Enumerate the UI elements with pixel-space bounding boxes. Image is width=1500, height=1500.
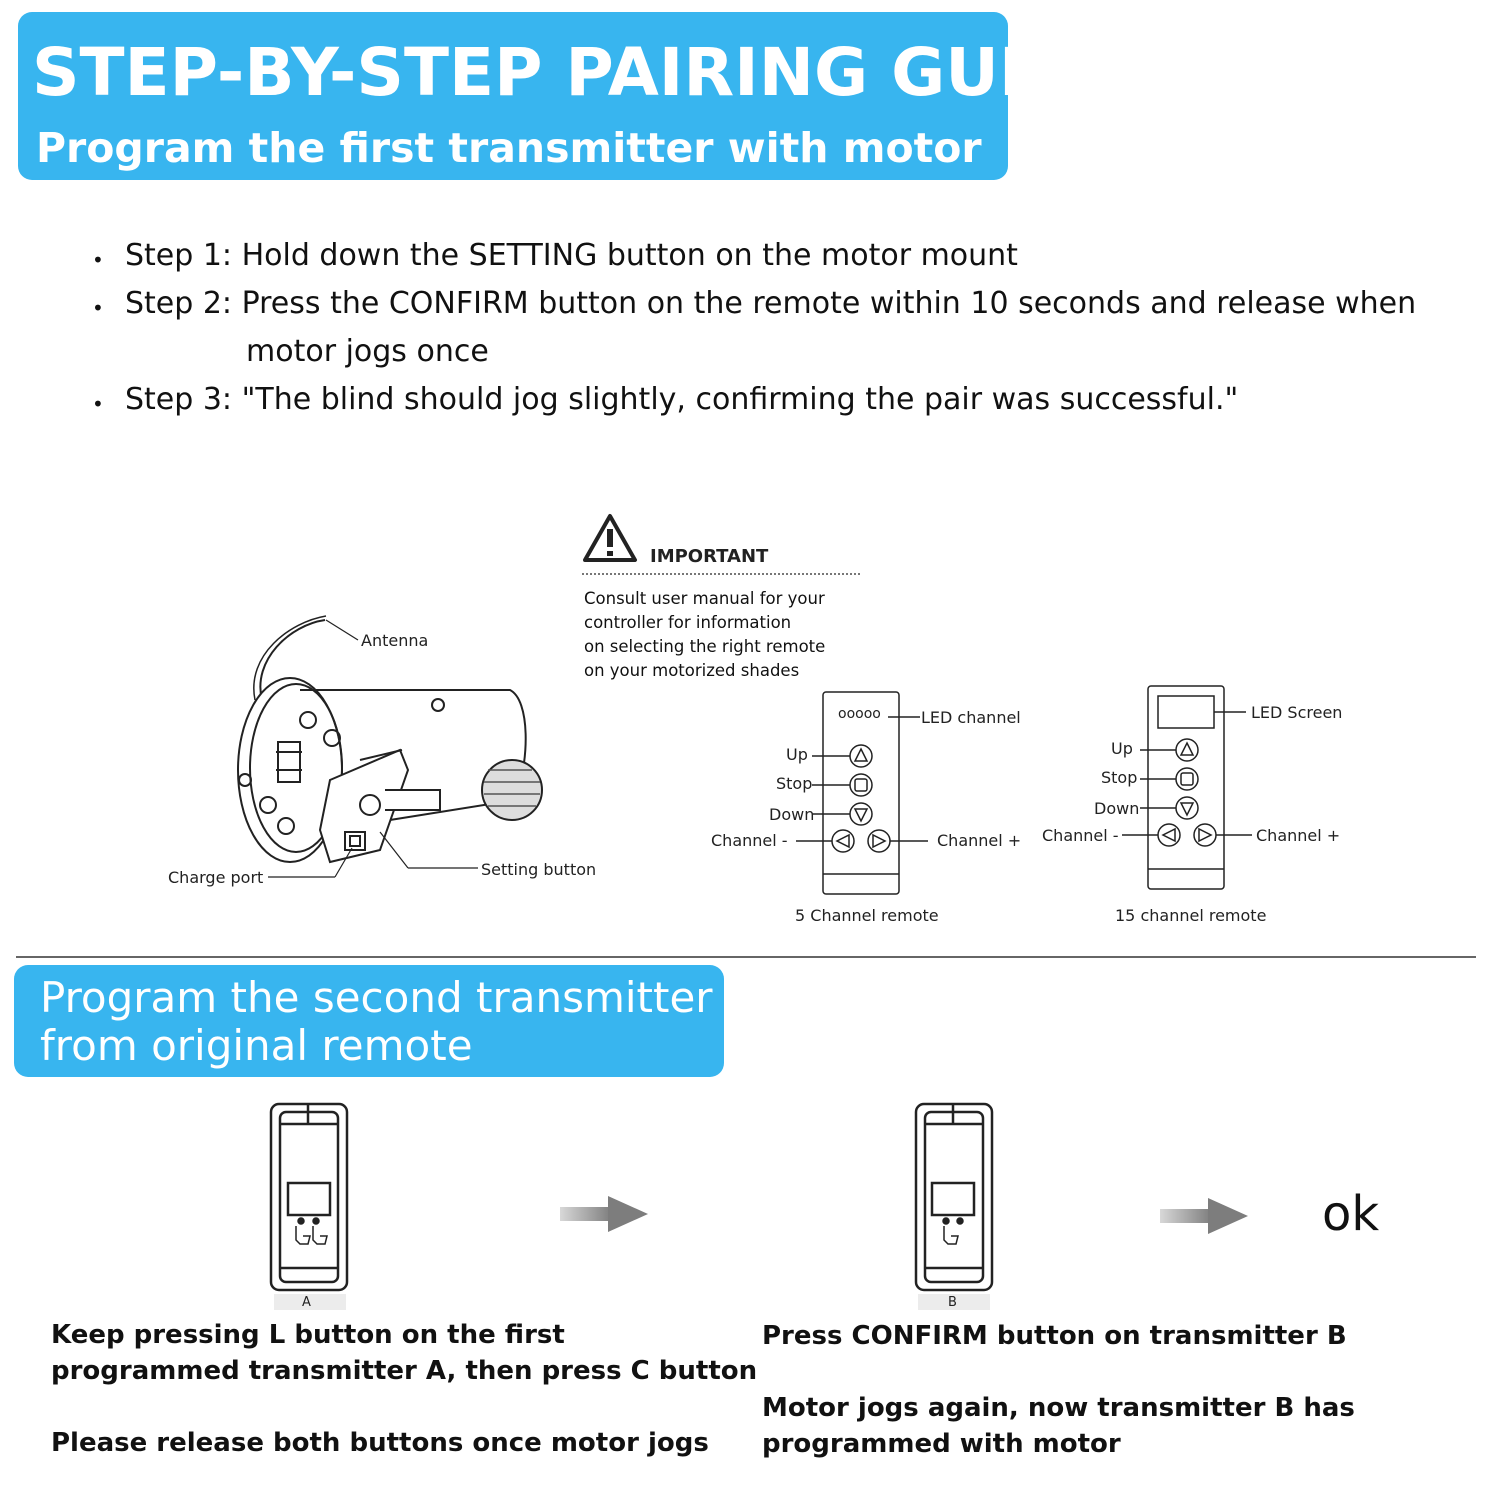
channel-minus-label: Channel -	[1042, 826, 1119, 845]
setting-button-label: Setting button	[481, 860, 597, 879]
instruction-left-3: Please release both buttons once motor j…	[51, 1428, 709, 1458]
antenna-label: Antenna	[361, 631, 429, 650]
ok-text: ok	[1322, 1186, 1380, 1242]
section2-banner: Program the second transmitter from orig…	[14, 965, 724, 1077]
header-banner: STEP-BY-STEP PAIRING GUIDE. Program the …	[18, 12, 1148, 180]
important-divider	[582, 573, 860, 575]
up-label: Up	[1111, 739, 1133, 758]
section2-title-line2: from original remote	[40, 1021, 473, 1070]
channel-plus-label: Channel +	[937, 831, 1022, 850]
instruction-right-3: programmed with motor	[762, 1429, 1121, 1459]
stop-label: Stop	[776, 774, 813, 793]
important-title: IMPORTANT	[650, 546, 769, 567]
step-2: Step 2: Press the CONFIRM button on the …	[125, 286, 1417, 321]
led-channel-label: LED channel	[921, 708, 1021, 727]
transmitter-a-label: A	[302, 1295, 311, 1310]
instruction-left-1: Keep pressing L button on the first	[51, 1320, 565, 1350]
step-2-continued: motor jogs once	[246, 334, 489, 369]
warning-icon	[583, 514, 637, 562]
transmitter-b-label: B	[948, 1295, 957, 1310]
page-subtitle: Program the first transmitter with motor	[36, 124, 982, 172]
section-divider	[16, 956, 1476, 958]
down-label: Down	[1094, 799, 1140, 818]
five-channel-caption: 5 Channel remote	[795, 906, 939, 925]
led-screen-label: LED Screen	[1251, 703, 1343, 722]
down-label: Down	[769, 805, 815, 824]
fifteen-channel-caption: 15 channel remote	[1115, 906, 1267, 925]
transmitter-b	[914, 1102, 994, 1292]
arrow-icon	[560, 1196, 648, 1232]
step-3: Step 3: "The blind should jog slightly, …	[125, 382, 1239, 417]
up-label: Up	[786, 745, 808, 764]
arrow-icon	[1160, 1198, 1248, 1234]
channel-plus-label: Channel +	[1256, 826, 1341, 845]
important-line: controller for information	[584, 613, 792, 632]
bullet: •	[92, 296, 104, 320]
instruction-right-2: Motor jogs again, now transmitter B has	[762, 1393, 1355, 1423]
section2-title-line1: Program the second transmitter	[40, 973, 713, 1022]
important-line: on selecting the right remote	[584, 637, 826, 656]
stop-label: Stop	[1101, 768, 1138, 787]
instruction-left-2: programmed transmitter A, then press C b…	[51, 1356, 758, 1386]
charge-port-label: Charge port	[168, 868, 264, 887]
led-dots: ooooo	[838, 706, 881, 722]
step-1: Step 1: Hold down the SETTING button on …	[125, 238, 1018, 273]
important-line: Consult user manual for your	[584, 589, 825, 608]
important-line: on your motorized shades	[584, 661, 800, 680]
bullet: •	[92, 248, 104, 272]
channel-minus-label: Channel -	[711, 831, 788, 850]
bullet: •	[92, 392, 104, 416]
instruction-right-1: Press CONFIRM button on transmitter B	[762, 1321, 1347, 1351]
page-title: STEP-BY-STEP PAIRING GUIDE.	[32, 34, 1149, 111]
transmitter-a	[269, 1102, 349, 1292]
